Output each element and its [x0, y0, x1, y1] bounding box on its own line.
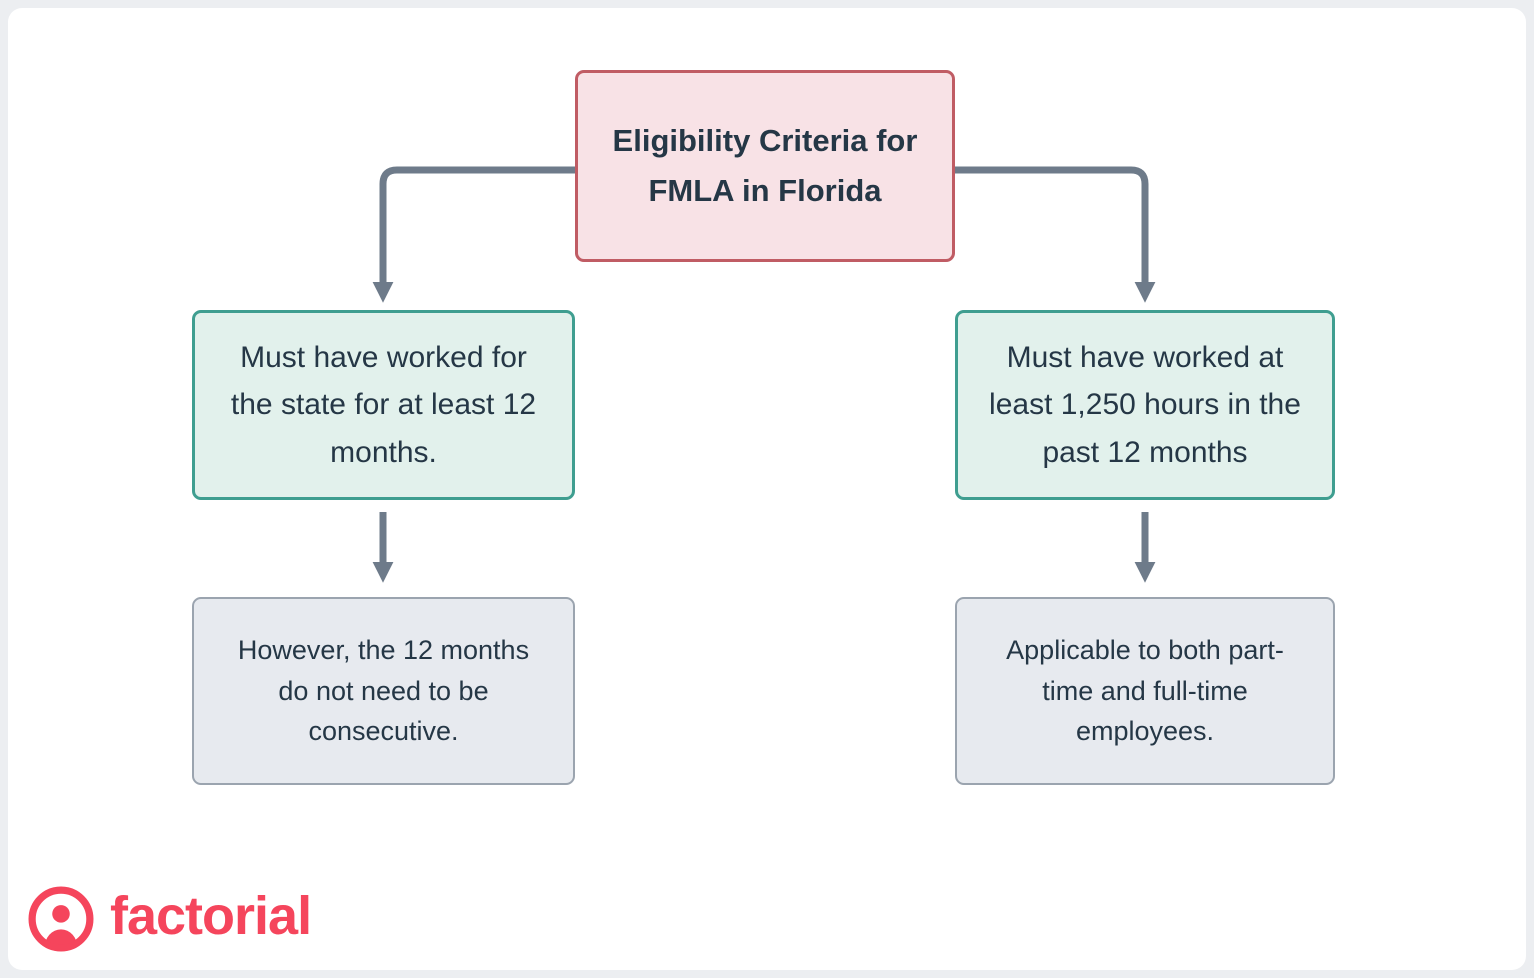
brand-logo: factorial [28, 886, 312, 952]
root-node-title: Eligibility Criteria for FMLA in Florida [575, 70, 955, 262]
criteria-node-left-label: Must have worked for the state for at le… [230, 340, 537, 469]
factorial-person-icon [28, 886, 94, 952]
criteria-node-left: Must have worked for the state for at le… [192, 310, 575, 500]
note-node-left-label: However, the 12 months do not need to be… [237, 635, 530, 747]
root-node-label: Eligibility Criteria for FMLA in Florida [612, 123, 918, 208]
logo-wordmark: factorial [110, 886, 312, 946]
criteria-node-right: Must have worked at least 1,250 hours in… [955, 310, 1335, 500]
note-node-right: Applicable to both part-time and full-ti… [955, 597, 1335, 785]
criteria-node-right-label: Must have worked at least 1,250 hours in… [989, 340, 1301, 469]
note-node-right-label: Applicable to both part-time and full-ti… [1006, 635, 1284, 747]
note-node-left: However, the 12 months do not need to be… [192, 597, 575, 785]
